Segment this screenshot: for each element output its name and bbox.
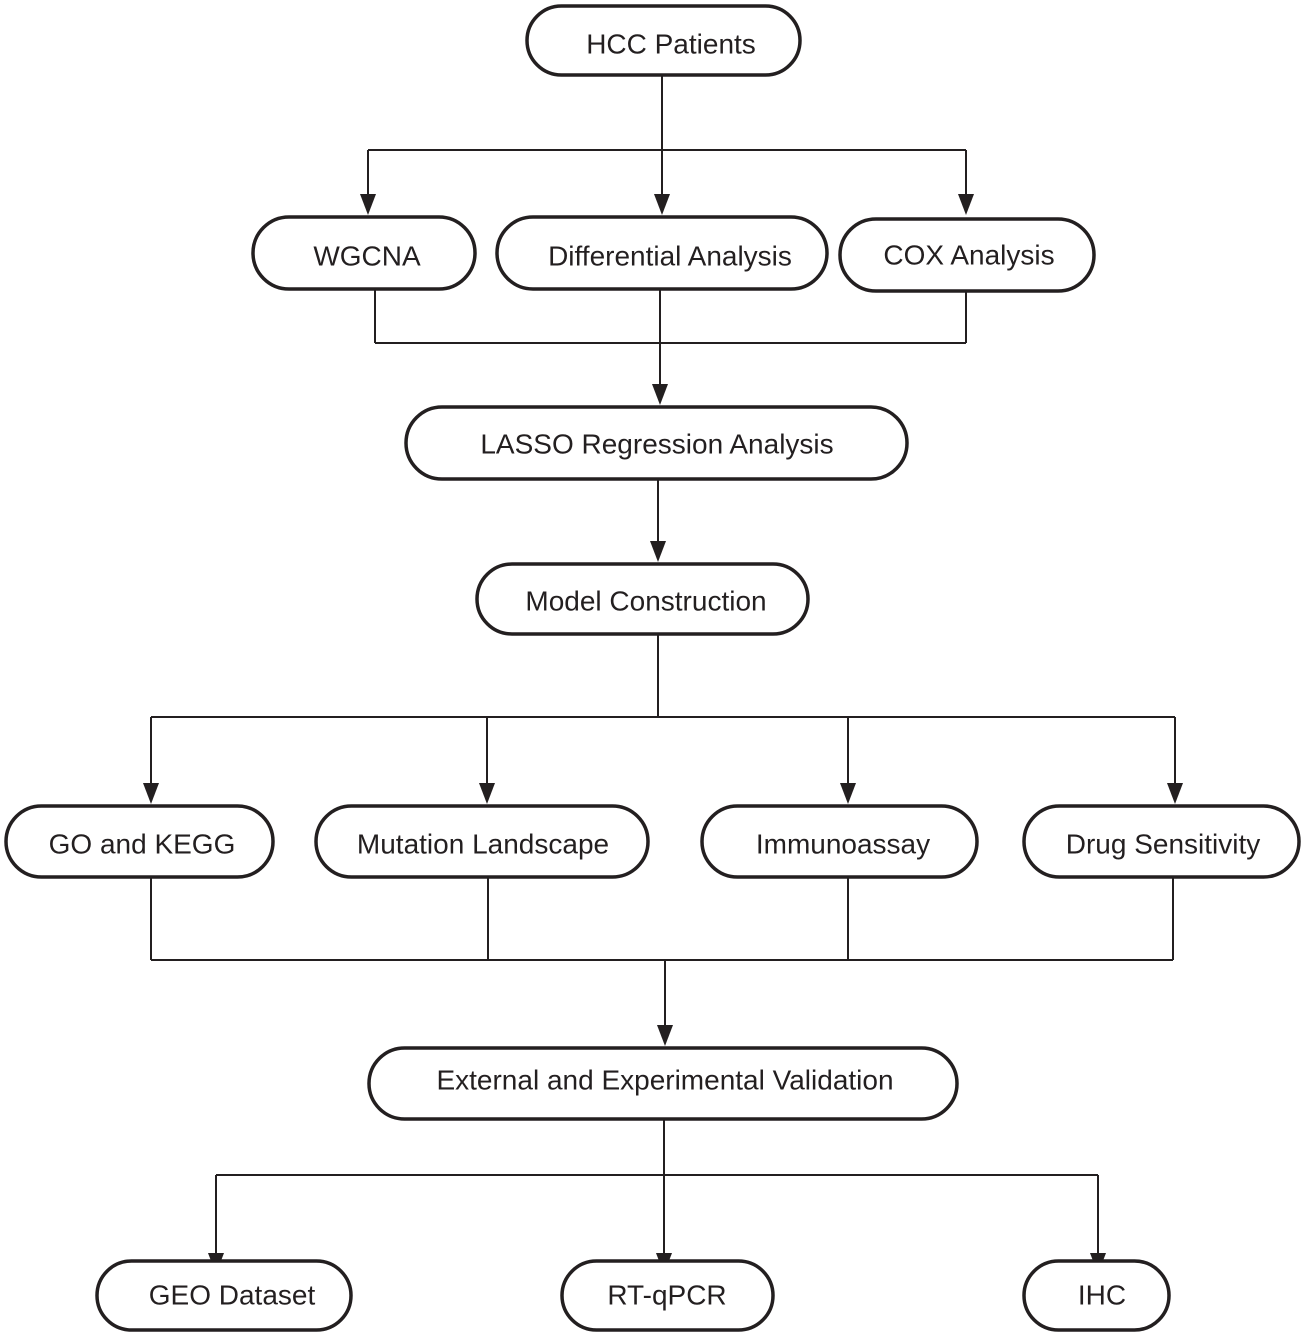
- node-immunoassay: Immunoassay: [700, 804, 979, 879]
- node-go-kegg: GO and KEGG: [4, 804, 275, 879]
- node-lasso-regression: LASSO Regression Analysis: [404, 405, 909, 481]
- node-go-kegg-label: GO and KEGG: [49, 829, 236, 860]
- arrowhead-go-kegg: [143, 783, 159, 804]
- node-cox-analysis-label: COX Analysis: [883, 240, 1054, 271]
- node-drug-sensitivity-label: Drug Sensitivity: [1066, 829, 1261, 860]
- node-geo-dataset: GEO Dataset: [95, 1259, 353, 1332]
- node-ihc: IHC: [1022, 1259, 1171, 1332]
- arrowhead-cox: [958, 194, 974, 215]
- node-model-construction-label: Model Construction: [525, 586, 766, 617]
- node-rt-qpcr: RT-qPCR: [560, 1259, 775, 1332]
- node-external-validation: External and Experimental Validation: [367, 1046, 959, 1121]
- node-differential-analysis-label: Differential Analysis: [548, 241, 792, 272]
- arrowhead-external: [657, 1025, 673, 1046]
- arrowheads: [143, 194, 1183, 1274]
- node-cox-analysis: COX Analysis: [838, 217, 1096, 293]
- arrowhead-model: [650, 541, 666, 562]
- node-hcc-patients-label: HCC Patients: [586, 29, 756, 60]
- node-external-validation-label: External and Experimental Validation: [436, 1065, 893, 1096]
- node-hcc-patients: HCC Patients: [525, 4, 802, 77]
- connectors: [150, 76, 1176, 1258]
- node-differential-analysis: Differential Analysis: [495, 215, 829, 291]
- node-drug-sensitivity: Drug Sensitivity: [1022, 804, 1301, 879]
- arrowhead-wgcna: [360, 194, 376, 215]
- node-lasso-regression-label: LASSO Regression Analysis: [480, 429, 833, 460]
- node-mutation-landscape-label: Mutation Landscape: [357, 829, 609, 860]
- node-mutation-landscape: Mutation Landscape: [314, 804, 650, 879]
- arrowhead-lasso: [652, 384, 668, 405]
- arrowhead-differential: [654, 194, 670, 215]
- node-geo-dataset-label: GEO Dataset: [149, 1280, 316, 1311]
- arrowhead-drug: [1167, 783, 1183, 804]
- node-rt-qpcr-label: RT-qPCR: [607, 1280, 726, 1311]
- node-ihc-label: IHC: [1078, 1280, 1126, 1311]
- node-model-construction: Model Construction: [475, 562, 810, 636]
- arrowhead-immunoassay: [840, 783, 856, 804]
- node-wgcna: WGCNA: [251, 215, 477, 291]
- node-wgcna-label: WGCNA: [313, 241, 421, 272]
- arrowhead-mutation: [479, 783, 495, 804]
- node-immunoassay-label: Immunoassay: [756, 829, 930, 860]
